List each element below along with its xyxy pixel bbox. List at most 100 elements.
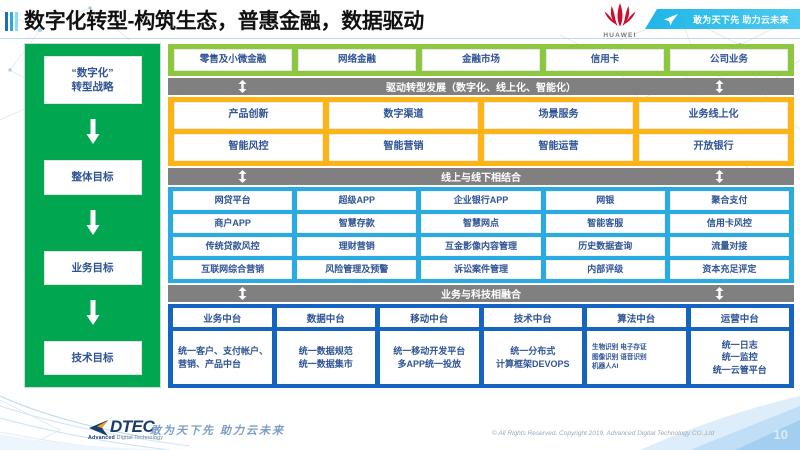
slide-footer: DTEC Advanced Digital Technology 敢为天下先 助…: [0, 395, 800, 450]
platform-head: 移动中台: [380, 308, 479, 327]
capability-cell[interactable]: 智能风控: [174, 134, 323, 161]
platform-column-algorithm[interactable]: 算法中台 生物识别 电子存证 图像识别 语音识别 机器人AI: [587, 308, 686, 384]
cell-label: 网银: [596, 194, 615, 205]
diagram-columns: 零售及小微金融 网络金融 金融市场 信用卡 公司业务 驱动转型发展（数字化、线上…: [168, 40, 794, 392]
down-arrow-icon: [86, 209, 99, 235]
platform-column-business[interactable]: 业务中台 统一客户、支付帐户、营销、产品中台: [173, 308, 272, 384]
connector-bar-business-tech-fusion: 业务与科技相融合: [168, 285, 794, 302]
applications-band: 网贷平台 超级APP 企业银行APP 网银 聚合支付 商户APP 智慧存款 智慧…: [168, 187, 794, 283]
sidebar-item-label: 技术目标: [71, 351, 114, 364]
application-cell[interactable]: 诉讼案件管理: [421, 260, 541, 279]
application-cell[interactable]: 互联网综合营销: [173, 260, 293, 279]
application-cell[interactable]: 商户APP: [173, 214, 293, 233]
application-cell[interactable]: 历史数据查询: [545, 237, 665, 256]
business-line-cell[interactable]: 零售及小微金融: [174, 49, 292, 71]
capability-cell[interactable]: 数字渠道: [329, 102, 478, 129]
capability-cell[interactable]: 智能营销: [329, 134, 478, 161]
cell-label: 网络金融: [337, 54, 376, 66]
cell-label: 智能运营: [538, 141, 579, 153]
double-arrow-icon: [715, 170, 724, 183]
platform-body: 统一分布式 计算框架DEVOPS: [483, 331, 582, 384]
application-cell[interactable]: 流量对接: [669, 237, 790, 256]
application-cell[interactable]: 资本充足评定: [669, 260, 790, 279]
dtec-tagline-bold: Advanced: [88, 435, 115, 441]
sidebar-item-overall-goal[interactable]: 整体目标: [43, 160, 142, 195]
platform-head: 算法中台: [587, 308, 686, 327]
application-row: 互联网综合营销 风险管理及预警 诉讼案件管理 内部评级 资本充足评定: [173, 260, 790, 279]
page-title: 数字化转型-构筑生态，普惠金融，数据驱动: [24, 10, 424, 33]
application-cell[interactable]: 智慧网点: [421, 214, 541, 233]
strategy-sidebar: “数字化” 转型战略 整体目标 业务目标 技术目标: [24, 43, 161, 388]
paper-plane-icon: [664, 14, 678, 26]
cell-label: 流量对接: [711, 240, 748, 251]
application-cell[interactable]: 风险管理及预警: [297, 260, 417, 279]
capability-cell[interactable]: 业务线上化: [639, 102, 788, 129]
business-line-cell[interactable]: 金融市场: [422, 49, 540, 71]
application-cell[interactable]: 内部评级: [545, 260, 665, 279]
platforms-band: 业务中台 统一客户、支付帐户、营销、产品中台 数据中台 统一数据规范 统一数据集…: [168, 304, 794, 388]
application-cell[interactable]: 互金影像内容管理: [421, 237, 541, 256]
capability-cell[interactable]: 开放银行: [639, 134, 788, 161]
capability-cell[interactable]: 智能运营: [484, 134, 633, 161]
huawei-wordmark: HUAWEI: [603, 32, 637, 39]
huawei-cloud-ribbon: 敢为天下先 助力云未来: [645, 9, 800, 29]
application-cell[interactable]: 信用卡风控: [669, 214, 790, 233]
connector-bar-drive-transformation: 驱动转型发展（数字化、线上化、智能化）: [168, 78, 794, 95]
sidebar-item-technology-goal[interactable]: 技术目标: [43, 340, 142, 375]
business-line-cell[interactable]: 公司业务: [670, 49, 788, 71]
cell-label: 企业银行APP: [453, 194, 509, 205]
platform-body: 生物识别 电子存证 图像识别 语音识别 机器人AI: [587, 331, 686, 384]
cell-label: 数字渠道: [383, 109, 424, 121]
cell-label: 历史数据查询: [578, 240, 633, 251]
platform-body: 统一客户、支付帐户、营销、产品中台: [173, 331, 272, 384]
cell-label: 金融市场: [461, 54, 500, 66]
sidebar-item-strategy[interactable]: “数字化” 转型战略: [43, 56, 142, 105]
cell-label: 商户APP: [214, 217, 251, 228]
application-cell[interactable]: 理财营销: [297, 237, 417, 256]
capability-row: 产品创新 数字渠道 场景服务 业务线上化: [174, 102, 788, 129]
cell-label: 场景服务: [538, 109, 579, 121]
footer-slogan: 敢为天下先 助力云未来: [150, 425, 286, 437]
sidebar-item-label: 整体目标: [71, 171, 114, 184]
cell-label: 资本充足评定: [702, 263, 757, 274]
cell-label: 业务线上化: [688, 109, 739, 121]
title-divider: [0, 38, 800, 39]
cell-label: 信用卡: [590, 54, 620, 66]
cell-label: 公司业务: [709, 54, 748, 66]
copyright-notice: © All Rights Reserved. Copyright 2019, A…: [492, 430, 715, 437]
sidebar-item-label: “数字化” 转型战略: [71, 67, 114, 94]
application-cell[interactable]: 超级APP: [297, 191, 417, 210]
connector-bar-label: 驱动转型发展（数字化、线上化、智能化）: [386, 83, 576, 94]
platform-head: 运营中台: [690, 308, 789, 327]
ribbon-slogan: 敢为天下先 助力云未来: [693, 15, 789, 25]
sidebar-item-business-goal[interactable]: 业务目标: [43, 250, 142, 285]
cell-label: 网贷平台: [214, 194, 251, 205]
huawei-logo: HUAWEI: [596, 2, 644, 39]
application-cell[interactable]: 传统贷款风控: [173, 237, 293, 256]
platform-body: 统一日志 统一监控 统一云管平台: [690, 331, 789, 384]
slide-header: 数字化转型-构筑生态，普惠金融，数据驱动 HUAWEI: [0, 0, 800, 40]
platform-body: 统一数据规范 统一数据集市: [276, 331, 375, 384]
connector-bar-label: 线上与线下相结合: [441, 173, 521, 184]
platform-column-mobile[interactable]: 移动中台 统一移动开发平台 多APP统一投放: [380, 308, 479, 384]
platform-column-data[interactable]: 数据中台 统一数据规范 统一数据集市: [276, 308, 375, 384]
cell-label: 风险管理及预警: [325, 263, 389, 274]
application-cell[interactable]: 智能客服: [545, 214, 665, 233]
cell-label: 智能风控: [228, 141, 269, 153]
application-cell[interactable]: 企业银行APP: [421, 191, 541, 210]
capability-row: 智能风控 智能营销 智能运营 开放银行: [174, 134, 788, 161]
business-line-cell[interactable]: 网络金融: [298, 49, 416, 71]
business-line-cell[interactable]: 信用卡: [546, 49, 664, 71]
platform-column-technology[interactable]: 技术中台 统一分布式 计算框架DEVOPS: [483, 308, 582, 384]
double-arrow-icon: [715, 287, 724, 300]
double-arrow-icon: [238, 170, 247, 183]
capabilities-band: 产品创新 数字渠道 场景服务 业务线上化 智能风控 智能营销 智能运营 开放银行: [168, 97, 794, 166]
capability-cell[interactable]: 场景服务: [484, 102, 633, 129]
application-cell[interactable]: 聚合支付: [669, 191, 790, 210]
application-cell[interactable]: 智慧存款: [297, 214, 417, 233]
application-cell[interactable]: 网贷平台: [173, 191, 293, 210]
application-cell[interactable]: 网银: [545, 191, 665, 210]
platform-column-operations[interactable]: 运营中台 统一日志 统一监控 统一云管平台: [690, 308, 789, 384]
capability-cell[interactable]: 产品创新: [174, 102, 323, 129]
